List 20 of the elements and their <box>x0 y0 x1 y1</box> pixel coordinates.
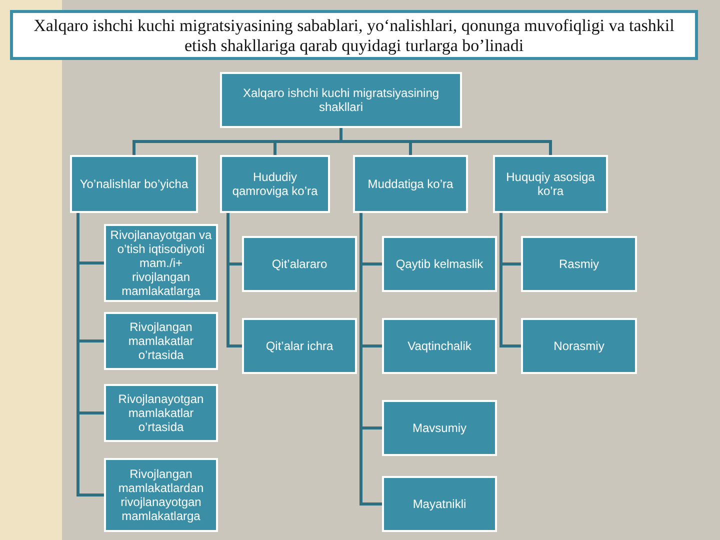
category-box: Hududiy qamroviga ko’ra <box>220 155 330 213</box>
category-box: Yo’nalishlar bo’yicha <box>70 155 198 213</box>
category-box: Huquqiy asosiga ko’ra <box>493 155 608 213</box>
category-box: Vaqtinchalik <box>382 318 497 374</box>
category-box: Qaytib kelmaslik <box>382 236 497 292</box>
category-box: Rivojlanayotgan mamlakatlar o’rtasida <box>104 384 218 442</box>
category-box: Norasmiy <box>521 318 637 374</box>
category-box: Qit’alar ichra <box>242 318 357 374</box>
category-box: Rasmiy <box>521 236 637 292</box>
category-box: Qit’alararo <box>242 236 357 292</box>
category-box: Muddatiga ko’ra <box>353 155 468 213</box>
connector-line <box>360 213 382 506</box>
category-box: Mayatnikli <box>382 476 497 532</box>
category-box: Rivojlanayotgan va o’tish iqtisodiyoti mam./i+ rivojlangan mamlakatlarga <box>104 224 218 302</box>
connector-line <box>76 213 104 496</box>
category-box: Xalqaro ishchi kuchi migratsiyasining shakllari <box>220 72 462 128</box>
category-box: Mavsumiy <box>382 400 497 456</box>
category-box: Rivojlangan mamlakatlar o’rtasida <box>104 312 218 370</box>
title-box: Xalqaro ishchi kuchi migratsiyasining sabablari, yo‘nalishlari, qonunga muvofiqligi va tashkil etish shakllariga qarab quyidagi turlarga bo’linadi <box>10 10 698 60</box>
category-box: Rivojlangan mamlakatlardan rivojlanayotgan mamlakatlarga <box>104 458 218 532</box>
